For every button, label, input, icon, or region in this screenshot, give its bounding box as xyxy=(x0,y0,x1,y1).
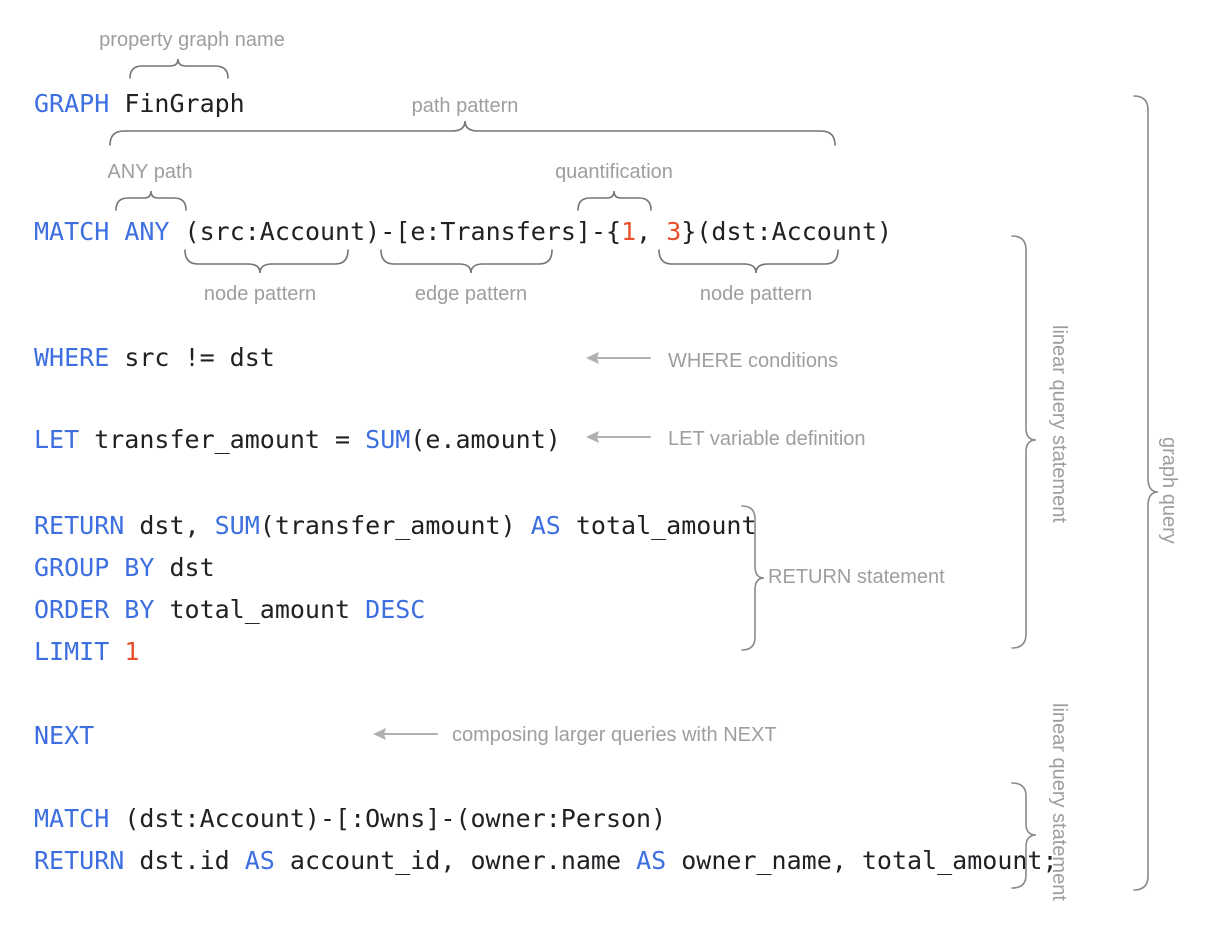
annotation-linear-query-statement-2: linear query statement xyxy=(1048,703,1070,901)
code-line-match-2: MATCH (dst:Account)-[:Owns]-(owner:Perso… xyxy=(34,804,666,834)
annotation-node-pattern-right: node pattern xyxy=(699,283,813,305)
keyword-let: LET xyxy=(34,425,80,454)
annotation-graph-query: graph query xyxy=(1158,437,1180,544)
return-2-c: owner_name, total_amount; xyxy=(666,846,1058,875)
brace-path-pattern xyxy=(110,121,835,145)
code-line-let: LET transfer_amount = SUM(e.amount) xyxy=(34,425,561,455)
brace-quantification xyxy=(578,191,651,210)
annotation-path-pattern: path pattern xyxy=(411,95,519,117)
arrow-composing-with-next xyxy=(373,728,437,740)
brace-any-path xyxy=(116,191,186,210)
keyword-desc: DESC xyxy=(365,595,426,624)
annotation-linear-query-statement-1: linear query statement xyxy=(1048,325,1070,523)
annotation-return-statement: RETURN statement xyxy=(768,566,945,588)
code-line-graph: GRAPH FinGraph xyxy=(34,89,245,119)
quant-close-brace: } xyxy=(681,217,697,246)
return-func-args: (transfer_amount) xyxy=(259,511,531,540)
let-variable: transfer_amount = xyxy=(79,425,366,454)
annotation-where-conditions: WHERE conditions xyxy=(668,350,839,372)
code-line-next: NEXT xyxy=(34,721,94,751)
code-line-match: MATCH ANY (src:Account)-[e:Transfers]-{1… xyxy=(34,217,892,247)
keyword-where: WHERE xyxy=(34,343,110,372)
arrow-where-conditions xyxy=(586,352,650,364)
let-args: (e.amount) xyxy=(410,425,561,454)
keyword-as: AS xyxy=(636,846,667,875)
annotation-node-pattern-left: node pattern xyxy=(203,283,317,305)
order-by-expression: total_amount xyxy=(154,595,366,624)
annotation-quantification: quantification xyxy=(555,161,673,183)
limit-value: 1 xyxy=(124,637,140,666)
brace-property-graph-name xyxy=(130,59,228,78)
graph-name: FinGraph xyxy=(124,89,245,118)
brace-node-pattern-left xyxy=(185,250,348,273)
arrow-let-variable-definition xyxy=(586,431,650,443)
keyword-graph: GRAPH xyxy=(34,89,110,118)
keyword-match: MATCH xyxy=(34,217,110,246)
code-line-limit: LIMIT 1 xyxy=(34,637,139,667)
quant-lower-bound: 1 xyxy=(621,217,637,246)
return-columns: dst, xyxy=(124,511,215,540)
brace-graph-query xyxy=(1134,96,1158,890)
keyword-match: MATCH xyxy=(34,804,110,833)
keyword-limit: LIMIT xyxy=(34,637,110,666)
quant-upper-bound: 3 xyxy=(666,217,682,246)
function-sum: SUM xyxy=(214,511,260,540)
brace-node-pattern-right xyxy=(659,250,838,273)
keyword-any: ANY xyxy=(124,217,170,246)
space xyxy=(109,89,124,118)
annotation-let-variable-definition: LET variable definition xyxy=(668,428,866,450)
keyword-return: RETURN xyxy=(34,511,125,540)
keyword-order-by: ORDER BY xyxy=(34,595,155,624)
return-2-b: account_id, owner.name xyxy=(274,846,637,875)
code-line-where: WHERE src != dst xyxy=(34,343,275,373)
brace-linear-query-statement-1 xyxy=(1012,236,1036,648)
return-2-a: dst.id xyxy=(124,846,245,875)
dash-2: - xyxy=(590,217,607,246)
keyword-as: AS xyxy=(530,511,561,540)
keyword-return: RETURN xyxy=(34,846,125,875)
annotation-edge-pattern: edge pattern xyxy=(414,283,528,305)
code-line-return: RETURN dst, SUM(transfer_amount) AS tota… xyxy=(34,511,757,541)
node-pattern-src: (src:Account) xyxy=(184,217,381,246)
code-line-order-by: ORDER BY total_amount DESC xyxy=(34,595,425,625)
annotation-property-graph-name: property graph name xyxy=(99,29,285,51)
annotation-any-path: ANY path xyxy=(107,161,193,183)
keyword-as: AS xyxy=(244,846,275,875)
match-2-pattern: (dst:Account)-[:Owns]-(owner:Person) xyxy=(109,804,667,833)
keyword-group-by: GROUP BY xyxy=(34,553,155,582)
where-expression: src != dst xyxy=(109,343,275,372)
keyword-next: NEXT xyxy=(34,721,95,750)
quant-separator: , xyxy=(636,217,667,246)
group-by-expression: dst xyxy=(154,553,215,582)
function-sum: SUM xyxy=(365,425,411,454)
edge-pattern: [e:Transfers] xyxy=(395,217,591,246)
brace-edge-pattern xyxy=(381,250,552,273)
dash-1: - xyxy=(380,217,396,246)
space xyxy=(109,637,124,666)
sp1 xyxy=(109,217,124,246)
code-line-group-by: GROUP BY dst xyxy=(34,553,215,583)
node-pattern-dst: (dst:Account) xyxy=(696,217,893,246)
quant-open-brace: { xyxy=(606,217,622,246)
return-alias: total_amount xyxy=(560,511,757,540)
code-line-return-2: RETURN dst.id AS account_id, owner.name … xyxy=(34,846,1058,876)
sp2 xyxy=(169,217,184,246)
annotation-composing-with-next: composing larger queries with NEXT xyxy=(452,724,777,746)
